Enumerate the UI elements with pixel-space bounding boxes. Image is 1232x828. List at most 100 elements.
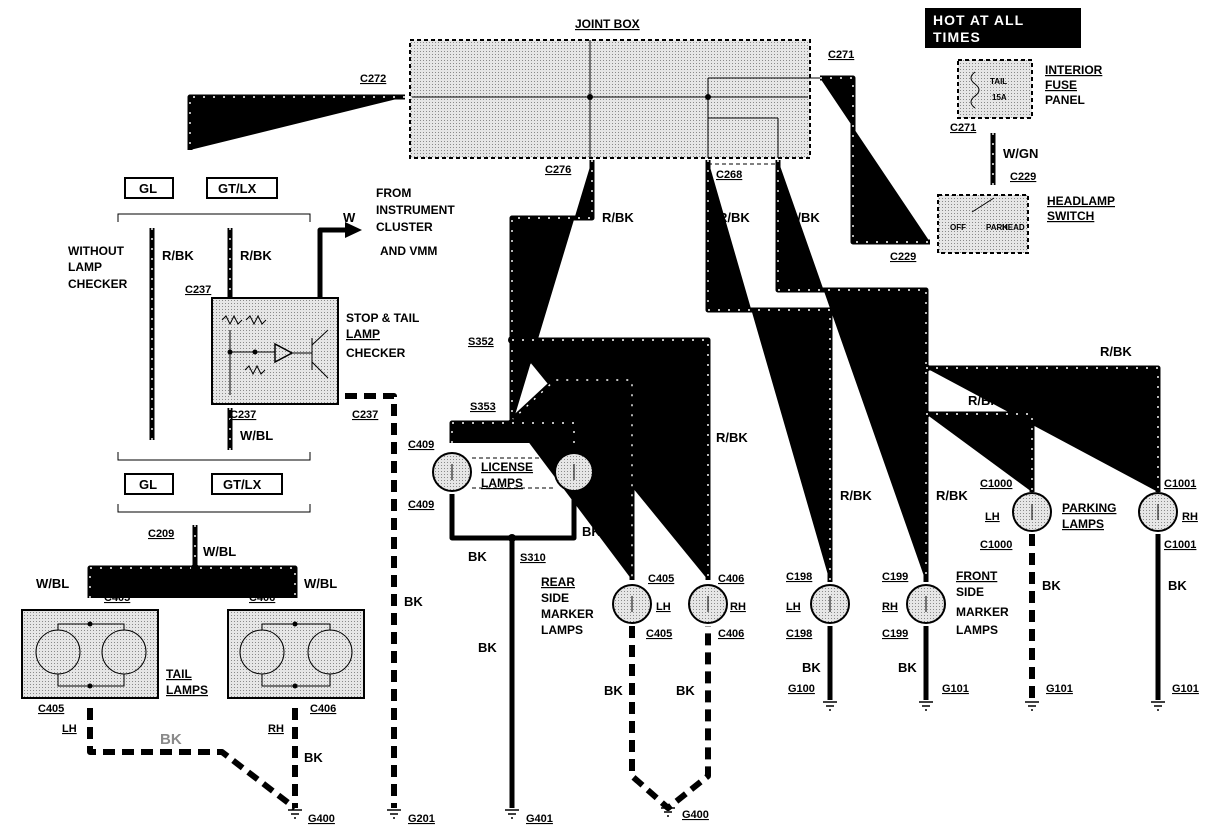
headlamp-switch-label-1: HEADLAMP <box>1047 194 1115 208</box>
conn-c1000-bottom: C1000 <box>980 539 1012 551</box>
wire-rbk-c199: R/BK <box>936 488 968 503</box>
conn-c409-bottom: C409 <box>408 499 434 511</box>
wire-rbk-c198: R/BK <box>840 488 872 503</box>
parking-label-1: PARKING <box>1062 501 1116 515</box>
ground-g100-label: G100 <box>788 683 815 695</box>
wire-c268-branch: C268 R/BK R/BK R/BK <box>705 160 929 582</box>
wire-c276-branch: C276 R/BK S352 R/BK R/BK R/BK S353 C409 <box>408 160 748 580</box>
conn-c272: C272 <box>360 73 386 85</box>
wire-bk-g101-c: BK <box>1168 578 1187 593</box>
splice-s353: S353 <box>470 401 496 413</box>
wire-bk-tail-lh: BK <box>160 731 182 748</box>
license-lamps-label-1: LICENSE <box>481 460 533 474</box>
wire-bk-rear-rh: BK <box>676 683 695 698</box>
rear-side-marker-lamps: REAR SIDE MARKER LAMPS C405 C406 LH RH C… <box>541 573 746 811</box>
wire-bk-rear-lh: BK <box>604 683 623 698</box>
from-instrument-1: FROM <box>376 186 411 200</box>
ground-g101-a: G101 <box>942 683 969 695</box>
fuse-panel-label-1: INTERIOR <box>1045 63 1103 77</box>
switch-head: HEAD <box>1002 223 1025 232</box>
joint-box: JOINT BOX <box>409 17 822 159</box>
conn-c199-top: C199 <box>882 571 908 583</box>
splice-s310: S310 <box>520 552 546 564</box>
wire-rbk-s135: R/BK <box>968 393 1000 408</box>
front-side-marker-lamp: C199 RH C199 FRONT SIDE MARKER LAMPS BK <box>882 569 1009 700</box>
conn-c271-joint: C271 <box>828 49 854 61</box>
wire-wbl-checker: W/BL <box>240 428 273 443</box>
wire-rbk-c406: R/BK <box>716 430 748 445</box>
wire-license-ground: BK BK S310 BK <box>449 494 601 808</box>
wire-w-gn: W/GN <box>1003 146 1038 161</box>
wire-rbk-c276: R/BK <box>602 210 634 225</box>
stop-tail-lamp-checker: STOP & TAIL LAMP CHECKER <box>211 297 419 405</box>
tail-lamp-rh <box>227 609 365 699</box>
conn-c406-top: C406 <box>249 592 275 604</box>
ground-g400-b: G400 <box>682 809 709 821</box>
switch-off: OFF <box>950 223 966 232</box>
variant-gl-top: GL <box>139 181 157 196</box>
conn-c229-top: C229 <box>1010 171 1036 183</box>
ground-g101-front: G101 <box>919 683 969 711</box>
ground-g101-parking-lh: G101 <box>1025 683 1073 711</box>
conn-c1001-top: C1001 <box>1164 478 1196 490</box>
rear-marker-label-1: REAR <box>541 575 575 589</box>
conn-c229-bottom: C229 <box>890 251 916 263</box>
conn-c406-marker-top: C406 <box>718 573 744 585</box>
side-rh-rear: RH <box>730 601 746 613</box>
conn-c237-top: C237 <box>185 284 211 296</box>
wire-rbk-gtlx: R/BK <box>240 248 272 263</box>
wire-from-instrument: W FROM INSTRUMENT CLUSTER AND VMM <box>230 186 455 299</box>
front-marker-label-1: FRONT <box>956 569 998 583</box>
fuse-panel-label-2: FUSE <box>1045 78 1077 92</box>
wire-wbl-rh: W/BL <box>304 576 337 591</box>
wire-tail-feed: C209 W/BL S351 W/BL W/BL C405 C406 <box>36 525 337 604</box>
tail-lamp-lh <box>21 609 159 699</box>
conn-c406-bottom: C406 <box>310 703 336 715</box>
wire-c272: C272 R/BK <box>187 73 405 150</box>
headlamp-switch-label-2: SWITCH <box>1047 209 1094 223</box>
ground-g400-rear: G400 <box>661 807 709 821</box>
headlamp-switch: OFF PARK HEAD HEADLAMP SWITCH <box>937 194 1115 254</box>
wire-bk-g201: BK <box>404 594 423 609</box>
splice-s136: S136 <box>884 363 910 375</box>
conn-c405-bottom: C405 <box>38 703 64 715</box>
ground-g400-a: G400 <box>308 813 335 825</box>
wire-w-instrument: W <box>343 210 356 225</box>
from-instrument-2: INSTRUMENT <box>376 203 455 217</box>
ground-g101-c: G101 <box>1172 683 1199 695</box>
wire-rbk-switch: R/BK <box>866 198 898 213</box>
from-instrument-4: AND VMM <box>380 244 437 258</box>
joint-box-label: JOINT BOX <box>575 17 640 31</box>
checker-label-2: LAMP <box>346 327 380 341</box>
ground-g401: G401 <box>505 809 553 825</box>
conn-c198-top: C198 <box>786 571 812 583</box>
without-checker-2: LAMP <box>68 260 102 274</box>
tail-lamps-label-1: TAIL <box>166 667 192 681</box>
banner-line-2: TIMES <box>933 29 981 45</box>
conn-c199-bottom: C199 <box>882 628 908 640</box>
wire-bk-g100: BK <box>802 660 821 675</box>
wire-bk-g101-a: BK <box>898 660 917 675</box>
conn-c405-marker-bottom: C405 <box>646 628 672 640</box>
conn-c276: C276 <box>545 164 571 176</box>
wire-rbk-c272: R/BK <box>202 116 234 131</box>
variant-gtlx-top: GT/LX <box>218 181 257 196</box>
wire-checker-outputs: C237 W/BL C237 BK <box>227 393 423 808</box>
conn-c405-marker-top: C405 <box>648 573 674 585</box>
conn-c268: C268 <box>716 169 742 181</box>
front-marker-label-2: SIDE <box>956 585 984 599</box>
license-lamps-label-2: LAMPS <box>481 476 523 490</box>
variant-boxes-top: GL GT/LX WITHOUT LAMP CHECKER <box>68 177 311 291</box>
fuse-bottom: 15A <box>992 93 1007 102</box>
conn-c409-top: C409 <box>408 439 434 451</box>
wire-bk-g101-b: BK <box>1042 578 1061 593</box>
rear-marker-label-2: SIDE <box>541 591 569 605</box>
wire-rbk-s136: R/BK <box>1100 344 1132 359</box>
ground-g401-label: G401 <box>526 813 553 825</box>
front-marker-label-4: LAMPS <box>956 623 998 637</box>
variant-gtlx-bottom: GT/LX <box>223 477 262 492</box>
conn-c406-marker-bottom: C406 <box>718 628 744 640</box>
variant-gl-bottom: GL <box>139 477 157 492</box>
without-checker-3: CHECKER <box>68 277 128 291</box>
